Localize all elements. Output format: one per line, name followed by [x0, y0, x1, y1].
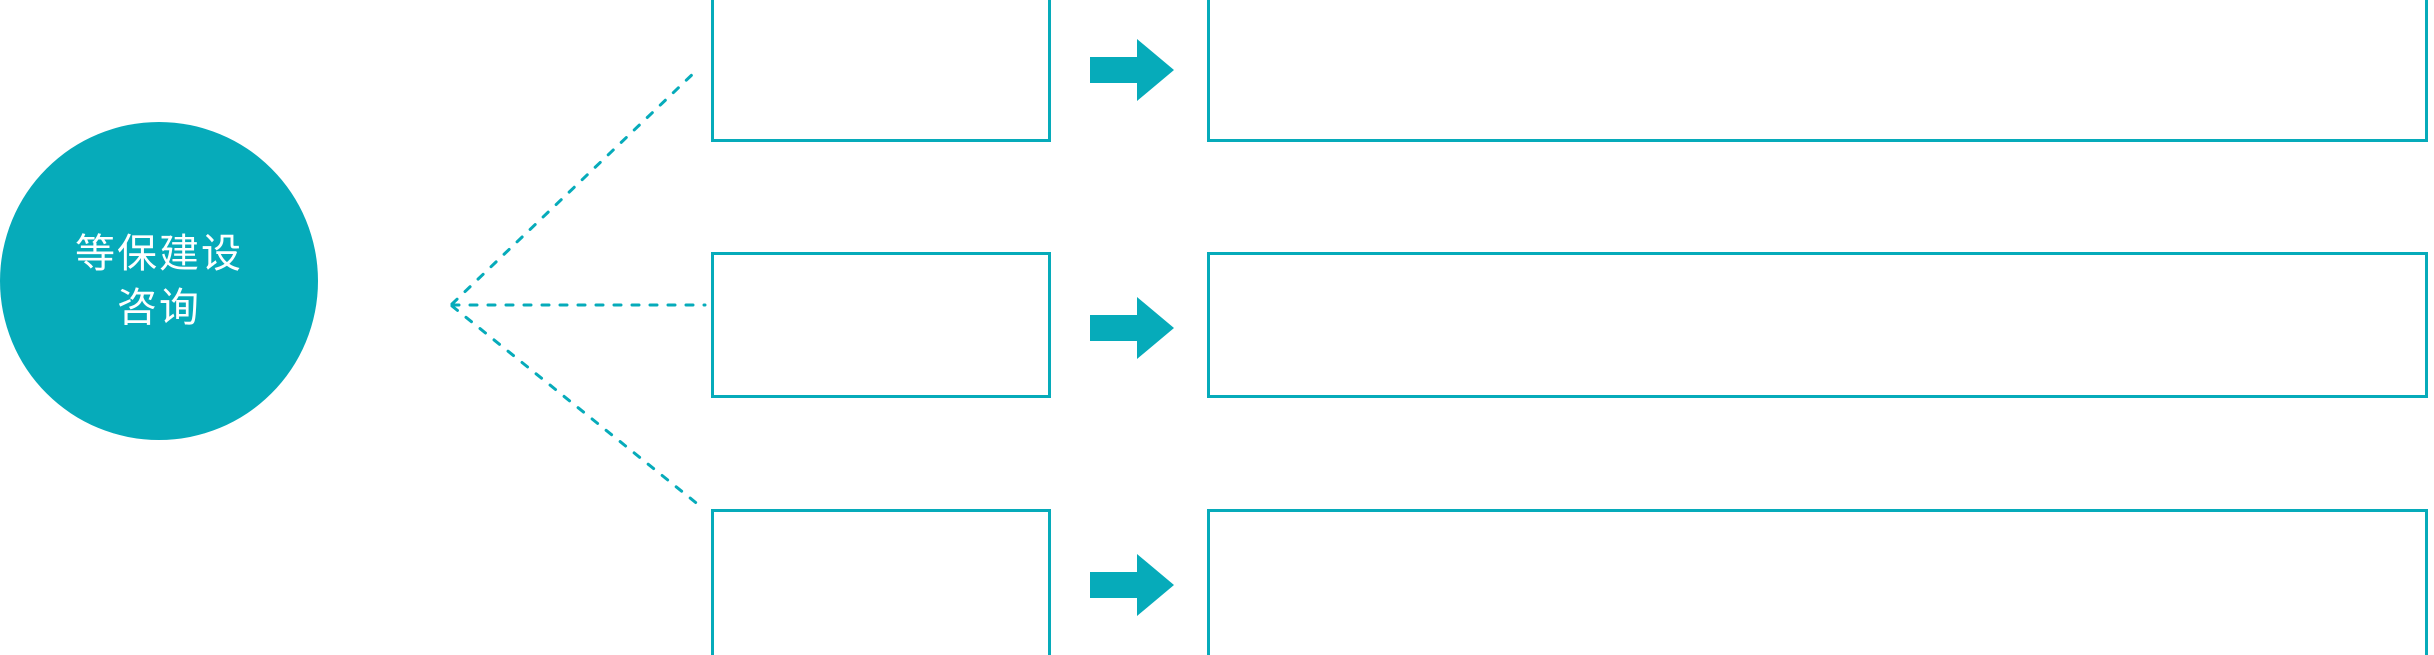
hub-circle[interactable]: 等保建设 咨询	[0, 122, 318, 440]
block-arrow-right-icon-1	[1090, 39, 1174, 101]
connector-line-bottom	[450, 304, 702, 508]
connector-line-top	[450, 68, 699, 306]
detail-box-3[interactable]	[1207, 509, 2428, 655]
stage-box-2[interactable]	[711, 252, 1051, 398]
block-arrow-right-icon-2	[1090, 297, 1174, 359]
stage-box-3[interactable]	[711, 509, 1051, 655]
stage-box-1[interactable]	[711, 0, 1051, 142]
detail-box-1[interactable]	[1207, 0, 2428, 142]
hub-label: 等保建设 咨询	[75, 232, 243, 330]
block-arrow-right-icon-3	[1090, 554, 1174, 616]
detail-box-2[interactable]	[1207, 252, 2428, 398]
